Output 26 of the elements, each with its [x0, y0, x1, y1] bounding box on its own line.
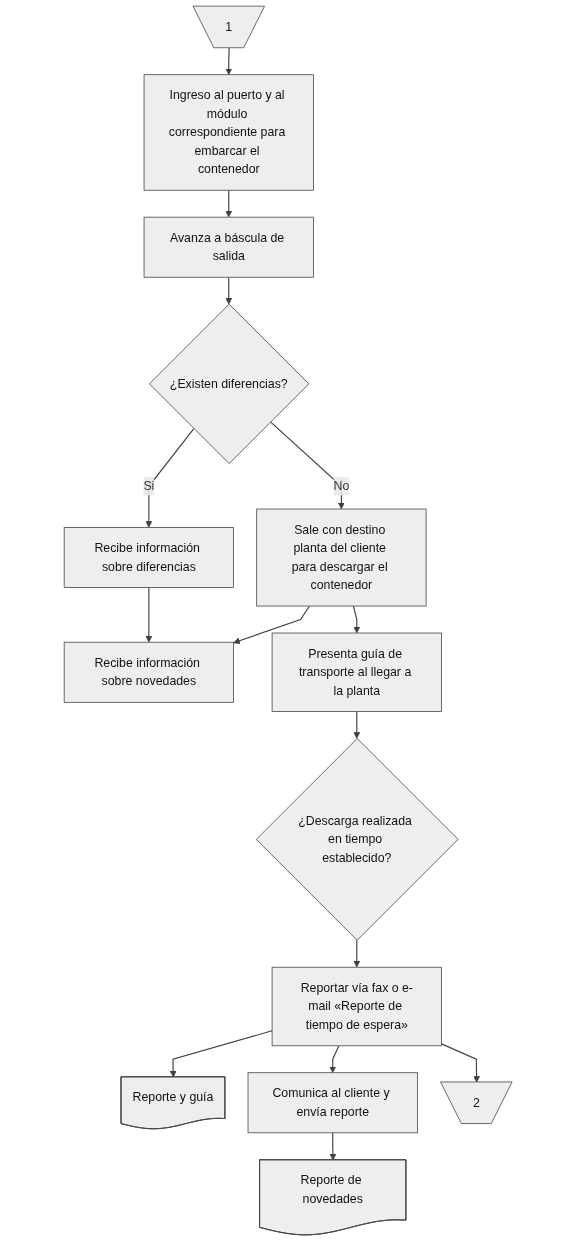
- node-box: Reportar vía fax o e-mail «Reporte de tiempo de espera»: [271, 966, 442, 1047]
- node-box: Comunica al cliente y envía reporte: [247, 1072, 418, 1134]
- edge-label: No: [333, 479, 350, 493]
- edge-label: Si: [143, 479, 155, 493]
- node-box: Ingreso al puerto y al módulo correspondiente para embarcar el contenedor: [143, 74, 314, 191]
- arrow: [329, 1132, 337, 1161]
- node-box: Presenta guía de transporte al llegar a la planta: [271, 632, 442, 712]
- node-box: Recibe información sobre diferencias: [63, 527, 234, 588]
- node-box: Sale con destino planta del cliente para descargar el contenedor: [256, 508, 427, 607]
- arrow: [352, 605, 361, 634]
- arrow: [169, 1030, 273, 1078]
- arrow: [225, 47, 233, 75]
- arrow: [225, 276, 233, 305]
- arrow: [329, 1045, 340, 1074]
- arrow: [145, 586, 153, 643]
- arrow: [353, 939, 361, 968]
- arrow: [233, 605, 310, 644]
- arrow: [353, 710, 361, 739]
- arrow: [440, 1043, 480, 1083]
- node-box: Recibe información sobre novedades: [63, 641, 234, 703]
- arrow: [225, 189, 233, 218]
- arrow: [145, 428, 195, 528]
- node-diamond: ¿Descarga realizada en tiempo establecido?: [255, 738, 459, 941]
- node-diamond: ¿Existen diferencias?: [148, 303, 310, 464]
- arrow: [269, 421, 345, 510]
- node-box: Avanza a báscula de salida: [143, 216, 314, 278]
